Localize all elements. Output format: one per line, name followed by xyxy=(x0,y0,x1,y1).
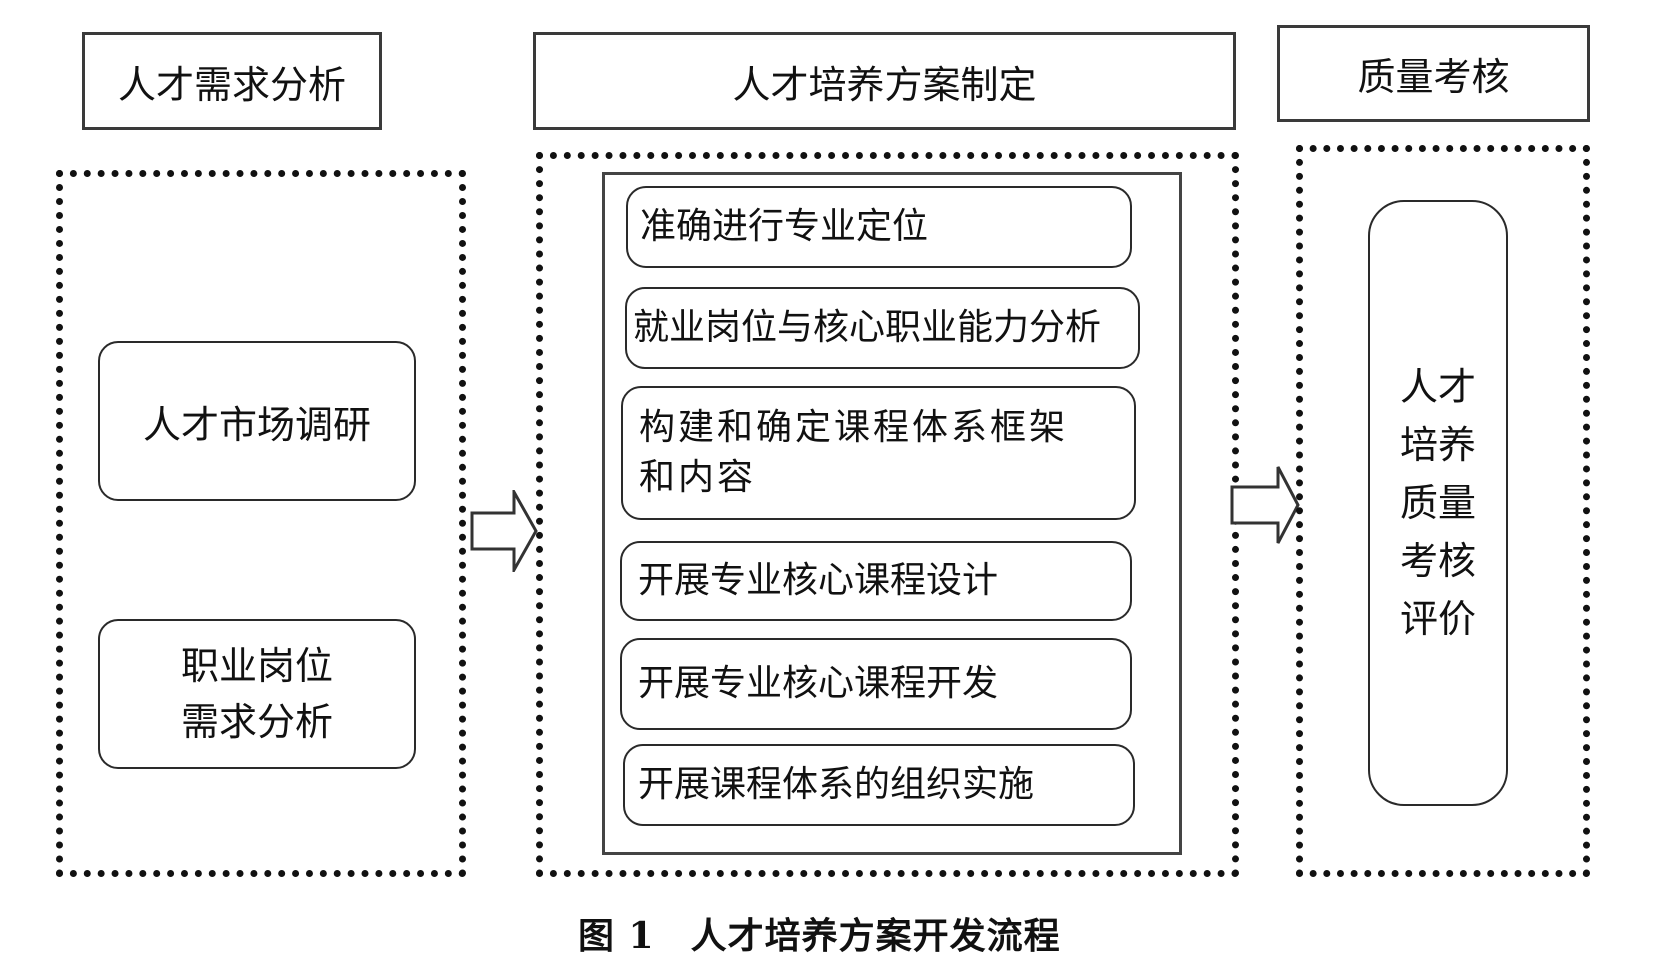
node-label: 人才市场调研 xyxy=(142,402,371,447)
arrow-right-icon xyxy=(1230,466,1300,544)
node-label-line1: 职业岗位 xyxy=(180,644,333,688)
node-label-line: 考核 xyxy=(1399,539,1476,583)
talent-demand-group xyxy=(56,170,466,877)
arrow-right-icon xyxy=(470,490,538,572)
step-label: 开展课程体系的组织实施 xyxy=(638,764,1035,805)
node-job-position-demand-analysis: 职业岗位 需求分析 xyxy=(98,619,416,769)
step-label: 准确进行专业定位 xyxy=(640,206,929,247)
header-label: 质量考核 xyxy=(1357,55,1510,99)
step-core-course-design: 开展专业核心课程设计 xyxy=(620,541,1132,621)
node-label-line: 培养 xyxy=(1399,423,1476,467)
node-label-line2: 需求分析 xyxy=(180,700,333,744)
step-curriculum-framework: 构建和确定课程体系框架 和内容 xyxy=(621,386,1136,520)
step-label-line2: 和内容 xyxy=(639,457,757,498)
step-label-line1: 构建和确定课程体系框架 xyxy=(639,407,1069,448)
quality-assessment-group xyxy=(1296,145,1590,877)
header-talent-demand-analysis: 人才需求分析 xyxy=(82,32,382,130)
step-core-course-development: 开展专业核心课程开发 xyxy=(620,638,1132,730)
step-label: 开展专业核心课程设计 xyxy=(638,560,999,601)
figure-caption: 图 1 人才培养方案开发流程 xyxy=(578,908,1098,958)
step-job-competency-analysis: 就业岗位与核心职业能力分析 xyxy=(625,287,1140,369)
step-label: 开展专业核心课程开发 xyxy=(638,663,999,704)
header-label: 人才需求分析 xyxy=(117,62,346,107)
node-label-line: 人才 xyxy=(1399,365,1476,409)
figure-title: 人才培养方案开发流程 xyxy=(690,915,1061,957)
figure-number: 图 1 xyxy=(578,915,655,957)
header-quality-assessment: 质量考核 xyxy=(1277,25,1590,122)
node-label-line: 评价 xyxy=(1399,597,1476,641)
node-label-line: 质量 xyxy=(1399,481,1476,525)
header-training-plan-formulation: 人才培养方案制定 xyxy=(533,32,1236,130)
step-curriculum-implementation: 开展课程体系的组织实施 xyxy=(623,744,1135,826)
node-talent-quality-evaluation: 人才 培养 质量 考核 评价 xyxy=(1368,200,1508,806)
step-professional-positioning: 准确进行专业定位 xyxy=(626,186,1132,268)
node-talent-market-research: 人才市场调研 xyxy=(98,341,416,501)
header-label: 人才培养方案制定 xyxy=(732,62,1037,107)
step-label: 就业岗位与核心职业能力分析 xyxy=(633,307,1102,348)
